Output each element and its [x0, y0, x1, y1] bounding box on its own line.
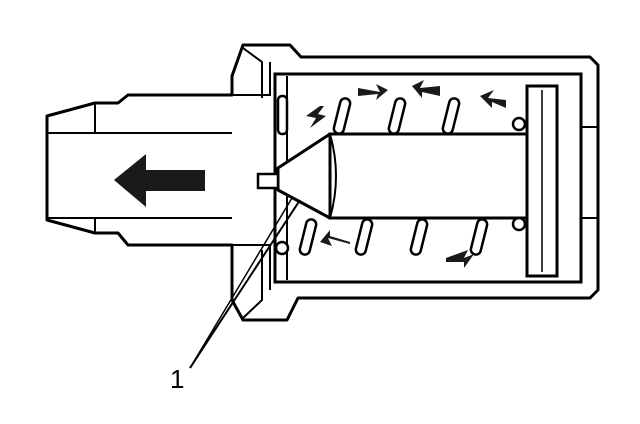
flow-arrow-4: [480, 90, 506, 108]
spring-upper: [276, 94, 527, 136]
valve-cone: [276, 132, 332, 220]
callout-leader-line-2: [189, 197, 293, 369]
plunger-stem: [328, 132, 532, 220]
hose-barb-line: [47, 132, 232, 219]
spring-lower: [274, 216, 527, 256]
callout-leader-line: [189, 199, 301, 369]
flow-arrows: [306, 80, 506, 268]
valve-cone-edge: [329, 133, 337, 219]
flow-direction-arrow: [114, 154, 205, 207]
flow-arrow-2: [358, 84, 388, 100]
flow-arrow-5: [320, 230, 350, 246]
flow-arrow-6: [446, 250, 474, 268]
callout-label-1: 1: [170, 364, 184, 394]
valve-tip: [256, 172, 280, 190]
flow-arrow-1: [306, 106, 326, 128]
flow-arrow-3: [412, 80, 440, 98]
